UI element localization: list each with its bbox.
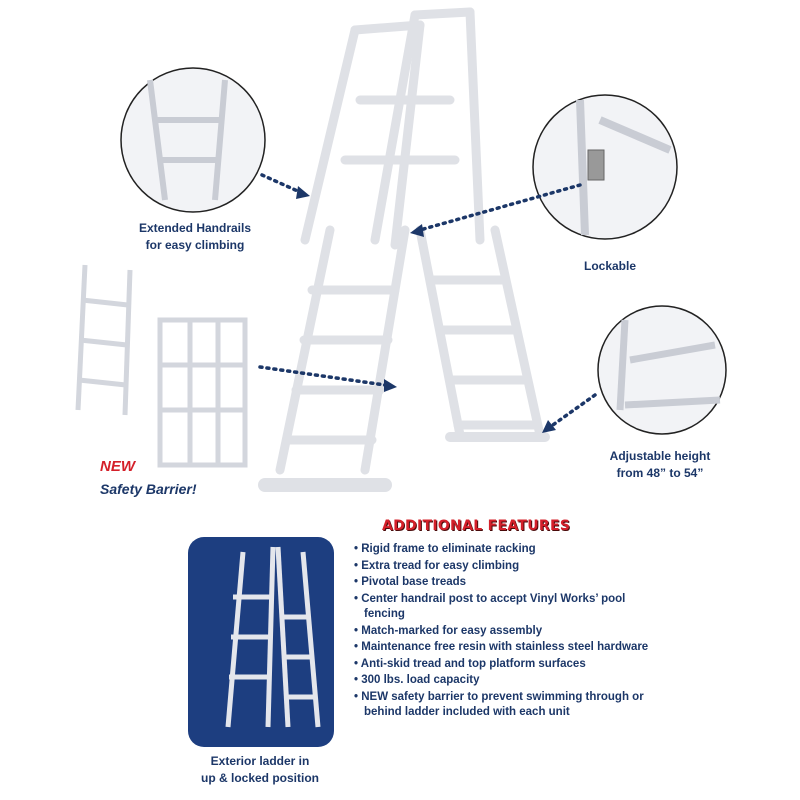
exterior-ladder-panel <box>188 537 334 747</box>
handrail-detail-image <box>147 79 228 201</box>
lockable-caption: Lockable <box>583 259 637 273</box>
feature-item: Center handrail post to accept Vinyl Wor… <box>352 592 664 623</box>
exterior-caption-line1: Exterior ladder in <box>210 754 310 768</box>
lock-detail-circle <box>532 94 678 240</box>
height-caption: Adjustable height from 48” to 54” <box>595 448 725 482</box>
feature-item: NEW safety barrier to prevent swimming t… <box>352 690 664 721</box>
exterior-caption: Exterior ladder in up & locked position <box>180 753 340 787</box>
exterior-caption-line2: up & locked position <box>200 771 319 785</box>
handrails-caption: Extended Handrails for easy climbing <box>120 220 270 254</box>
height-caption-line2: from 48” to 54” <box>616 466 704 480</box>
new-label: NEW <box>100 458 135 475</box>
exterior-ladder-image <box>225 546 321 728</box>
feature-item: Extra tread for easy climbing <box>352 559 664 575</box>
arrowheads <box>296 186 556 433</box>
handrails-caption-line2: for easy climbing <box>145 238 245 252</box>
folded-ladder-image <box>75 264 133 416</box>
height-detail-circle <box>597 305 727 435</box>
feature-item: Rigid frame to eliminate racking <box>352 542 664 558</box>
feature-item: Pivotal base treads <box>352 575 664 591</box>
handrails-caption-line1: Extended Handrails <box>138 221 252 235</box>
features-title: ADDITIONAL FEATURES <box>382 518 571 534</box>
feature-item: Anti-skid tread and top platform surface… <box>352 657 664 673</box>
feature-item: 300 lbs. load capacity <box>352 673 664 689</box>
features-list: Rigid frame to eliminate racking Extra t… <box>352 542 664 722</box>
safety-barrier-image <box>157 317 248 468</box>
handrail-detail-circle <box>120 67 266 213</box>
lock-detail-image <box>576 99 672 236</box>
feature-item: Match-marked for easy assembly <box>352 624 664 640</box>
height-caption-line1: Adjustable height <box>609 449 711 463</box>
main-ladder-image <box>258 7 550 492</box>
height-detail-image <box>616 319 721 411</box>
safety-barrier-label: Safety Barrier! <box>100 481 197 497</box>
feature-item: Maintenance free resin with stainless st… <box>352 640 664 656</box>
callout-arrows <box>258 173 597 429</box>
